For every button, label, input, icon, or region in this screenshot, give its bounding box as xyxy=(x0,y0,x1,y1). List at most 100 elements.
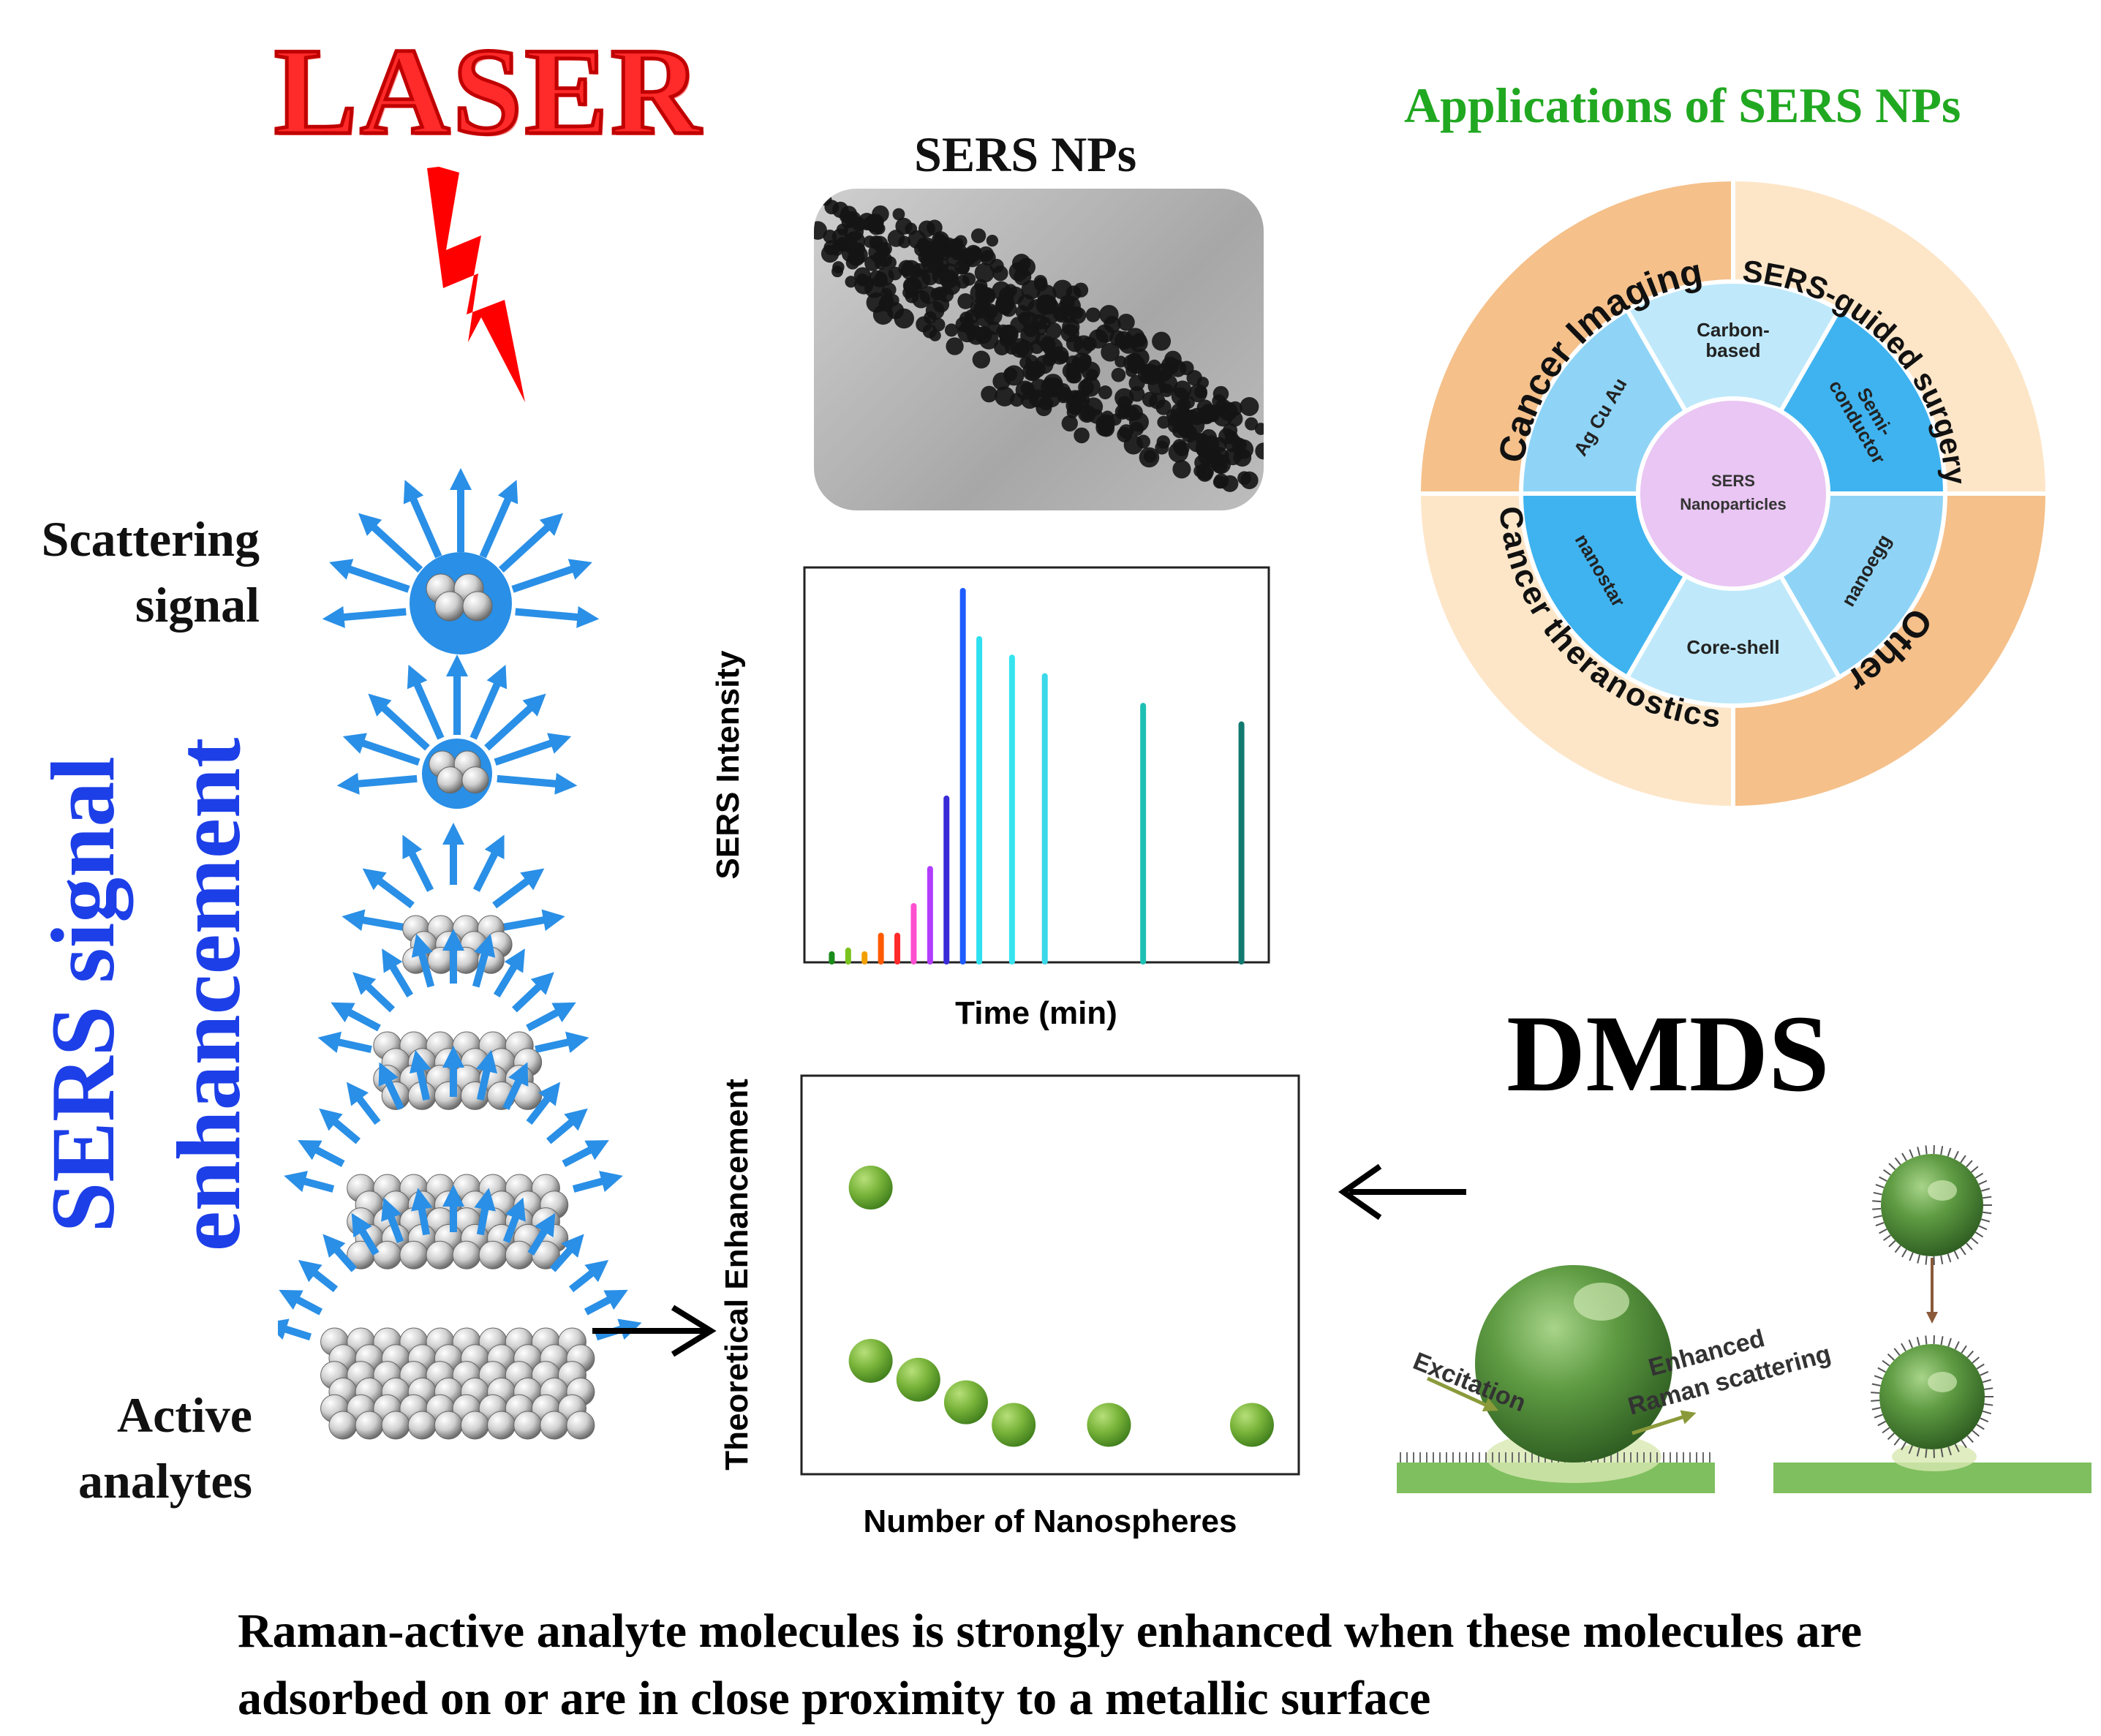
tem-particle xyxy=(917,238,929,250)
tem-particle xyxy=(1136,434,1151,449)
ligand-tick xyxy=(1960,1155,1966,1163)
ligand-tick xyxy=(1874,1414,1883,1419)
tem-particle xyxy=(1099,304,1119,325)
tem-particle xyxy=(1065,334,1084,352)
tem-particle xyxy=(1129,421,1144,437)
caption-line1: Raman-active analyte molecules is strong… xyxy=(238,1604,1863,1658)
scatter-arrow xyxy=(402,834,434,892)
tem-particle xyxy=(1012,254,1031,273)
nanoparticle xyxy=(462,591,493,622)
tem-particle xyxy=(986,235,999,247)
ligand-tick xyxy=(1972,1356,1980,1364)
ligand-tick xyxy=(1953,1250,1959,1260)
ligand-tick xyxy=(1877,1367,1886,1373)
nanoparticle xyxy=(434,591,465,622)
dmds-illustration: Excitation Enhanced Raman scattering xyxy=(1397,1145,2091,1493)
scatter-point-7 xyxy=(1229,1403,1274,1447)
scatter-arrow xyxy=(278,1318,312,1341)
ligand-tick xyxy=(1966,1435,1974,1443)
scatter-arrow xyxy=(298,1259,339,1293)
tem-particle xyxy=(1147,377,1166,396)
ligand-tick xyxy=(1893,1348,1901,1356)
ligand-tick xyxy=(1873,1215,1882,1219)
tem-particle xyxy=(832,261,845,273)
scatter-arrow xyxy=(492,868,545,909)
scatter-arrow xyxy=(535,1031,589,1054)
scatter-arrow xyxy=(322,1234,358,1272)
tem-particle xyxy=(1111,367,1126,382)
scatter-arrow xyxy=(279,1289,323,1316)
scatter-arrow xyxy=(474,1188,496,1236)
sers-intensity-chart: SERS Intensity Time (min) xyxy=(710,566,1270,1031)
right-arrow-icon xyxy=(592,1305,717,1357)
ligand-tick xyxy=(1981,1218,1991,1223)
wheel-inner-label: Carbon- xyxy=(1697,319,1770,341)
ligand-tick xyxy=(1980,1417,1989,1423)
tem-particle xyxy=(955,317,971,333)
ligand-tick xyxy=(1970,1166,1979,1173)
ligand-tick xyxy=(1879,1228,1887,1234)
ligand-tick xyxy=(1909,1252,1914,1261)
tem-particle xyxy=(992,372,1011,390)
ligand-tick xyxy=(1894,1157,1901,1166)
ligand-tick xyxy=(1871,1400,1880,1402)
tem-particle xyxy=(925,301,945,320)
scatter-arrow xyxy=(526,1002,576,1032)
tem-particle xyxy=(1062,318,1080,336)
ligand-tick xyxy=(1893,1438,1901,1446)
ligand-tick xyxy=(1877,1420,1886,1427)
ligand-tick xyxy=(1925,1256,1928,1265)
scatter-chart-frame xyxy=(800,1074,1300,1476)
tem-particle xyxy=(938,287,954,303)
ligand-tick xyxy=(1940,1448,1944,1457)
ligand-tick xyxy=(1916,1337,1920,1346)
ligand-tick xyxy=(1940,1336,1944,1346)
ligand-tick xyxy=(1974,1172,1984,1179)
ligand-tick xyxy=(1978,1225,1988,1231)
tem-particle xyxy=(872,205,889,223)
tem-particle xyxy=(1234,439,1254,459)
large-nanosphere xyxy=(1475,1265,1672,1463)
wheel-center-line2: Nanoparticles xyxy=(1680,495,1787,513)
tem-particle xyxy=(999,325,1018,344)
tem-particle xyxy=(946,337,964,355)
tem-particle xyxy=(995,295,1014,314)
tem-particle xyxy=(954,235,967,248)
tem-particle xyxy=(823,229,837,244)
nanoparticle xyxy=(566,1411,595,1440)
tem-particle xyxy=(1041,336,1055,350)
ligand-tick xyxy=(1917,1254,1921,1264)
ligand-tick xyxy=(1879,1176,1887,1182)
tem-particle xyxy=(1196,465,1213,482)
scatter-chart-xlabel: Number of Nanospheres xyxy=(864,1503,1237,1539)
ligand-tick xyxy=(1894,1245,1901,1253)
scatter-arrow xyxy=(472,933,496,988)
scatter-arrow xyxy=(381,1197,404,1244)
tem-particle xyxy=(1101,410,1114,423)
ligand-tick xyxy=(1947,1337,1952,1347)
scatter-arrow xyxy=(484,693,546,751)
tem-particle xyxy=(978,330,999,350)
scatter-arrow xyxy=(475,1049,498,1101)
tem-particle xyxy=(962,272,976,286)
scatter-arrow xyxy=(331,1002,381,1032)
ligand-tick xyxy=(1984,1403,1994,1406)
nanoparticle xyxy=(434,1081,463,1110)
tem-micrograph-image xyxy=(814,189,1264,510)
applications-wheel: Carbon-basedSemi-conductornanoeggCore-sh… xyxy=(1416,176,2051,811)
ligand-tick xyxy=(1883,1234,1891,1242)
tem-particle xyxy=(1226,410,1243,427)
tem-particle xyxy=(845,276,857,288)
scatter-arrow xyxy=(362,868,415,909)
nanoparticle xyxy=(373,1240,402,1269)
ligand-tick xyxy=(1953,1150,1959,1160)
tem-particle xyxy=(1254,423,1264,435)
nanoparticle xyxy=(434,1411,463,1440)
sers-signal-enhancement-title: SERS signal enhancement xyxy=(15,731,278,1258)
tem-particle xyxy=(886,302,905,320)
ligand-tick xyxy=(1966,1242,1973,1250)
tem-particle xyxy=(970,228,987,244)
ligand-tick xyxy=(1873,1191,1882,1196)
tem-particle xyxy=(1139,447,1160,468)
tem-particle xyxy=(938,263,959,284)
